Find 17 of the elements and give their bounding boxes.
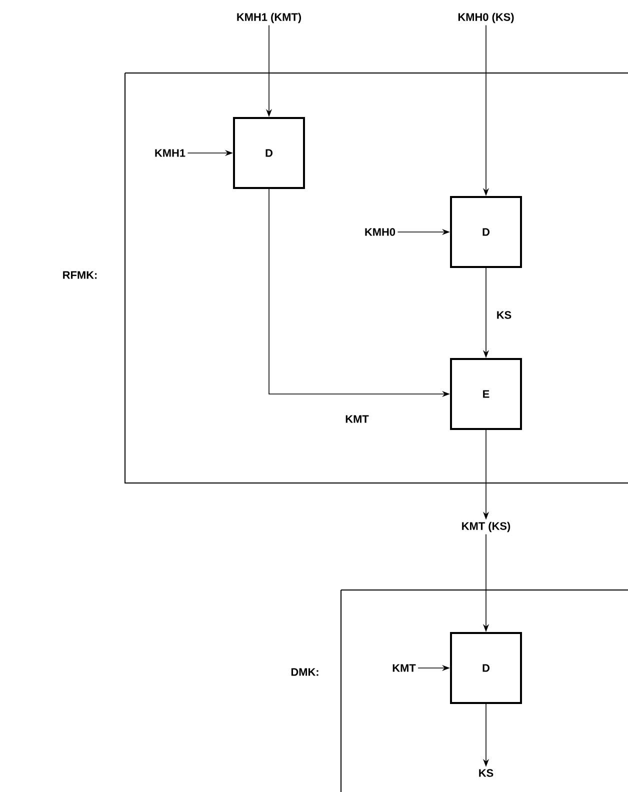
signal-label: KMH1: [155, 149, 186, 157]
frame-heading: RFMK:: [63, 271, 97, 279]
signal-label: KS: [479, 769, 494, 777]
process-box: E: [450, 358, 522, 430]
signal-label: KMT: [392, 664, 416, 672]
frame-box: [124, 72, 628, 484]
process-box: D: [450, 632, 522, 704]
edge-label: KS: [495, 310, 513, 320]
process-box: D: [450, 196, 522, 268]
signal-label: KMH1 (KMT): [237, 12, 301, 24]
signal-label: KMH0: [365, 228, 396, 236]
frame-box: [340, 590, 628, 792]
signal-label: KMT (KS): [462, 522, 510, 532]
signal-label: KMH0 (KS): [458, 12, 514, 24]
frame-heading: DMK:: [291, 668, 318, 676]
process-box: D: [233, 117, 305, 189]
edge-label: KMT: [344, 414, 370, 424]
